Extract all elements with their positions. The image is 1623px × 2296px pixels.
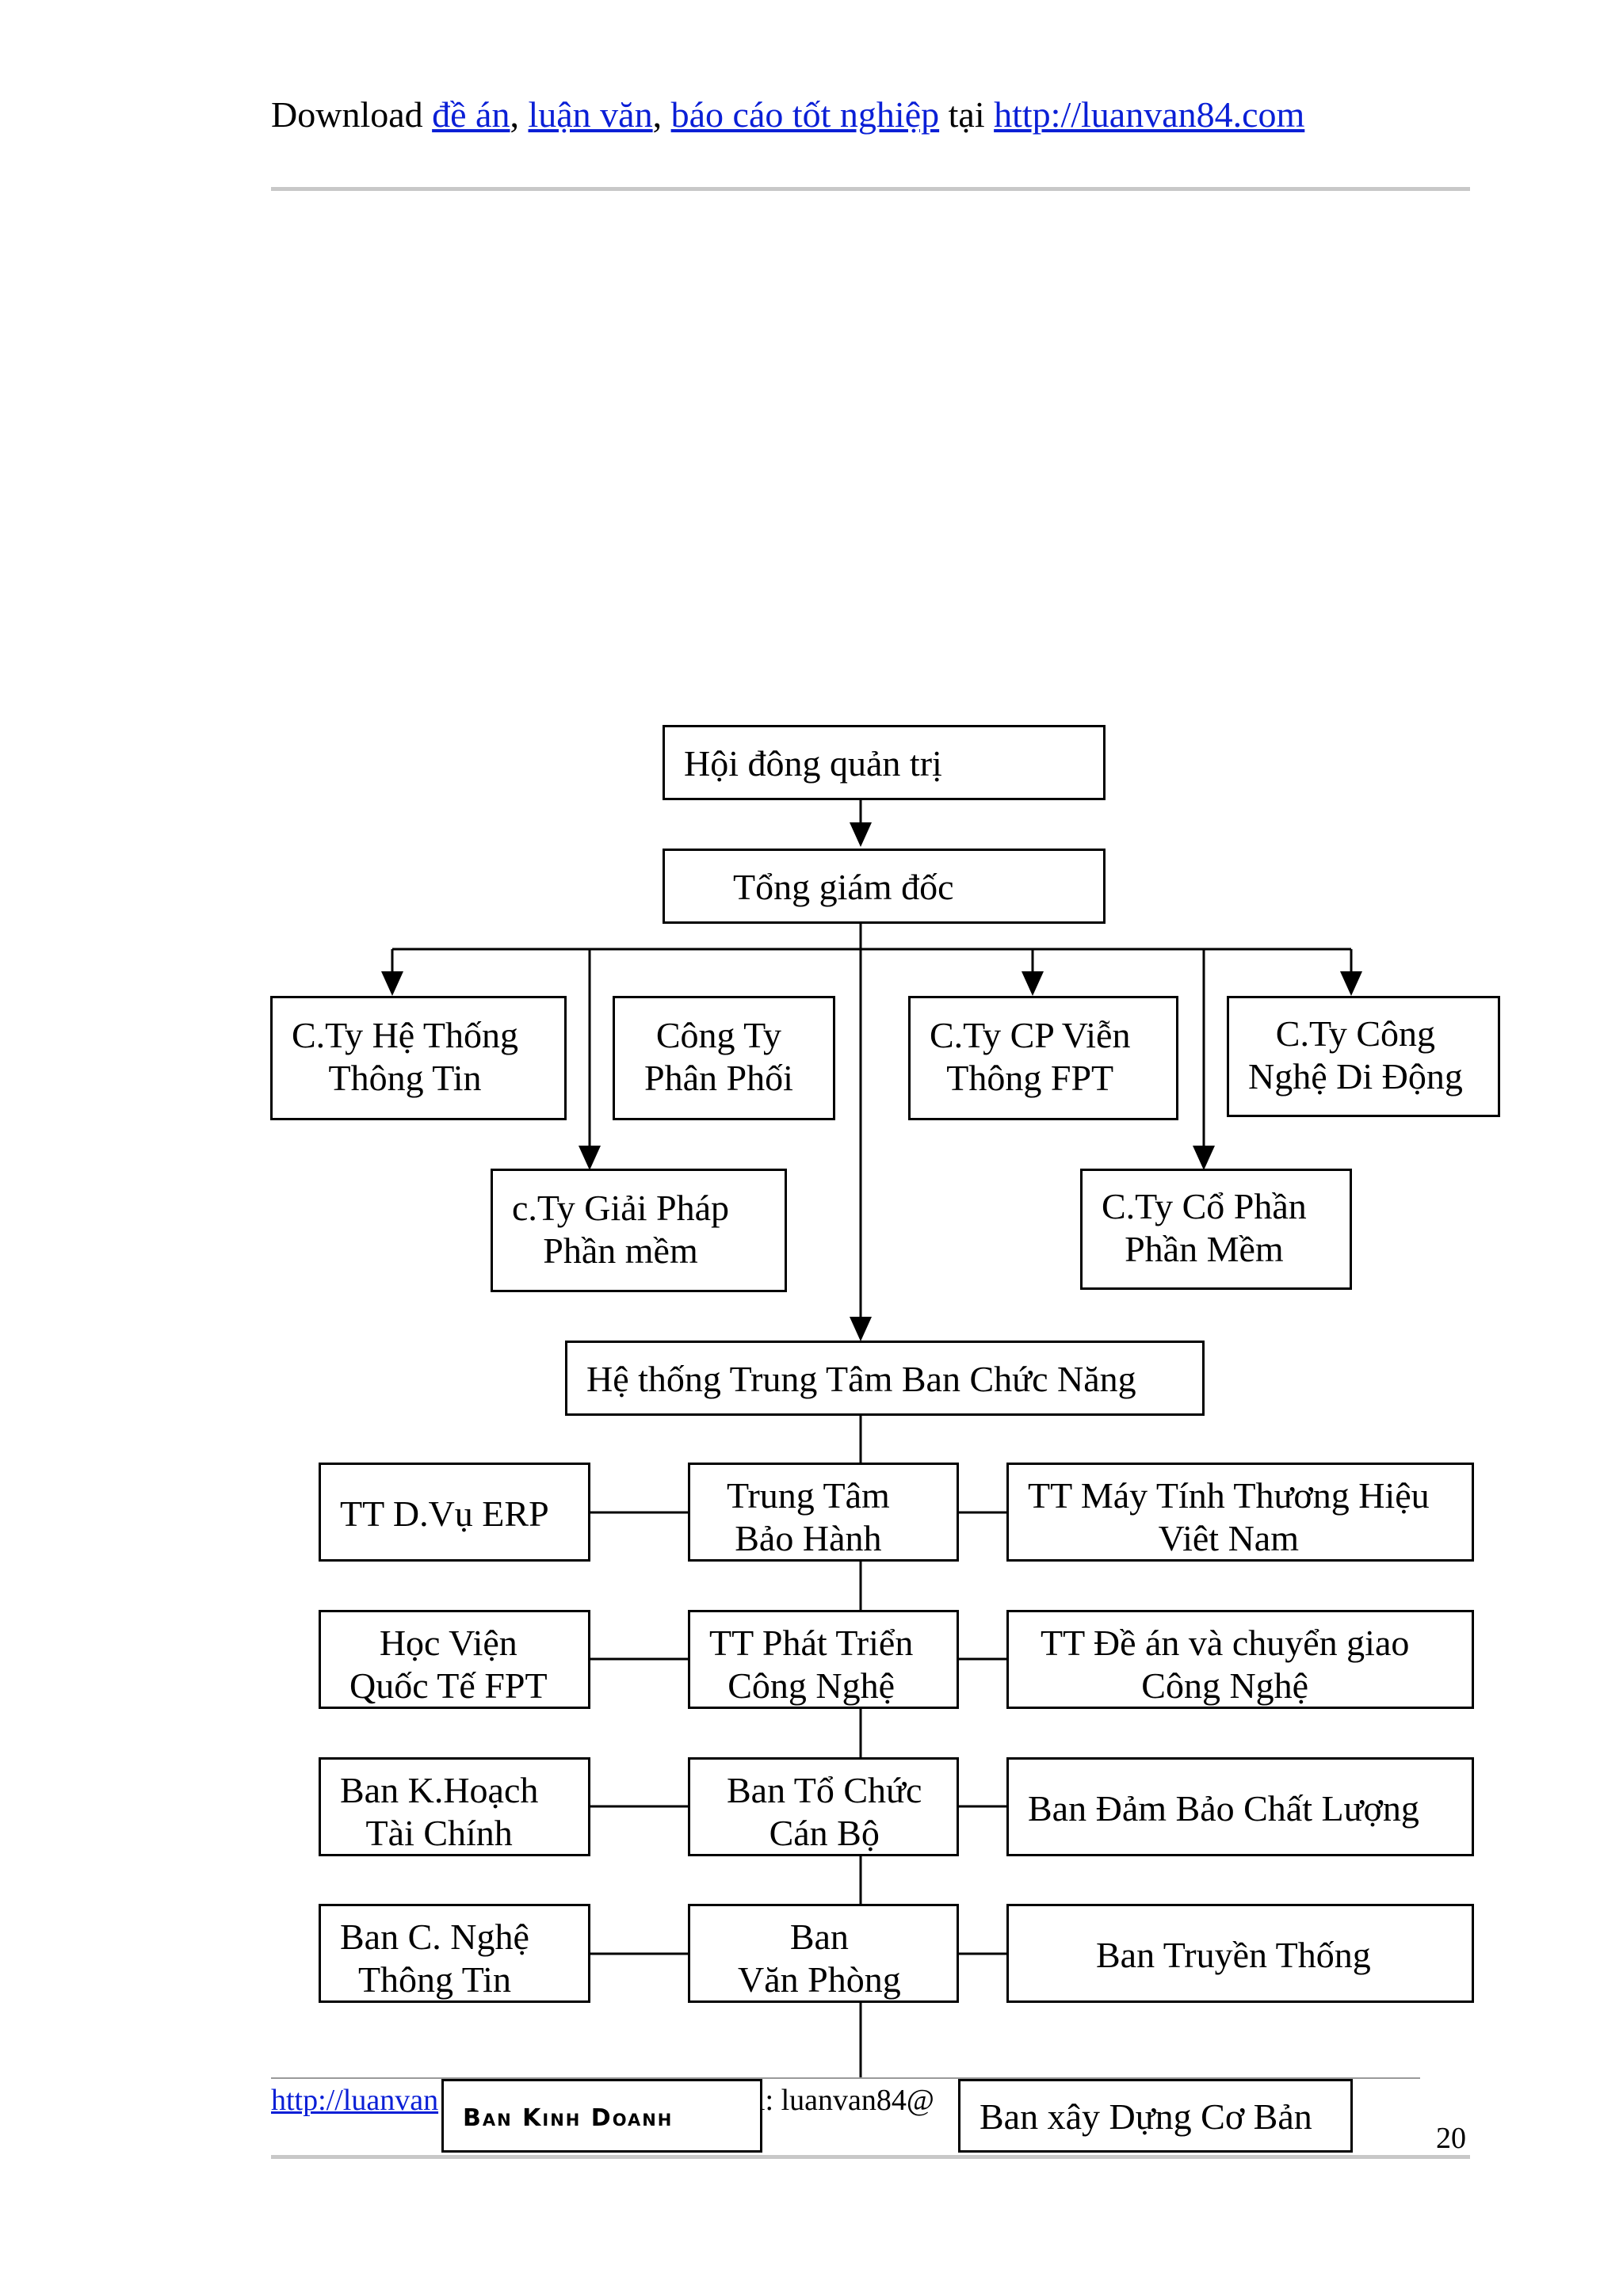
cty-di-dong-line2: Nghệ Di Động xyxy=(1248,1056,1463,1097)
ban-kinh-doanh-label: Ban Kinh Doanh xyxy=(463,2104,674,2132)
ban-cnghe-line1: Ban C. Nghệ xyxy=(340,1917,529,1957)
header-rule xyxy=(271,187,1470,191)
link-site[interactable]: http://luanvan84.com xyxy=(994,94,1305,135)
hoc-vien-line1: Học Viện xyxy=(379,1623,517,1663)
ban-truyen-thong-label: Ban Truyền Thống xyxy=(1096,1935,1371,1975)
ban-cnghe-line2: Thông Tin xyxy=(357,1959,511,2000)
ban-dam-bao-box: Ban Đảm Bảo Chất Lượng xyxy=(1006,1757,1474,1856)
tt-dvu-erp-label: TT D.Vụ ERP xyxy=(340,1493,549,1534)
footer-email: l: luanvan84@ xyxy=(757,2084,934,2117)
cty-phan-phoi-line2: Phân Phối xyxy=(644,1058,793,1098)
footer-link[interactable]: http://luanvan xyxy=(271,2085,438,2115)
trung-tam-bao-hanh-line2: Bảo Hành xyxy=(735,1518,882,1558)
ban-khoach-line2: Tài Chính xyxy=(365,1813,513,1853)
footer-rule xyxy=(271,2155,1470,2159)
cty-phan-mem-box: C.Ty Cổ Phần Phần Mềm xyxy=(1080,1169,1352,1290)
cty-vien-thong-line2: Thông FPT xyxy=(946,1058,1114,1098)
page-number: 20 xyxy=(1436,2122,1466,2155)
cty-giai-phap-line1: c.Ty Giải Pháp xyxy=(512,1188,730,1228)
ban-to-chuc-box: Ban Tổ Chức Cán Bộ xyxy=(688,1757,959,1856)
footer-site-link[interactable]: http://luanvan xyxy=(271,2084,439,2117)
ban-truyen-thong-box: Ban Truyền Thống xyxy=(1006,1904,1474,2003)
ban-to-chuc-line2: Cán Bộ xyxy=(769,1813,880,1853)
cty-phan-mem-line2: Phần Mềm xyxy=(1125,1229,1284,1269)
board-label: Hội đông quản trị xyxy=(684,743,942,784)
cty-vien-thong-line1: C.Ty CP Viễn xyxy=(930,1015,1131,1055)
ban-to-chuc-line1: Ban Tổ Chức xyxy=(727,1770,922,1810)
download-header: Download đề án, luận văn, báo cáo tốt ng… xyxy=(271,97,1304,133)
footer-top-rule xyxy=(271,2077,1420,2079)
ceo-box: Tổng giám đốc xyxy=(663,849,1106,924)
hoc-vien-line2: Quốc Tế FPT xyxy=(349,1665,548,1706)
ban-xay-dung-label: Ban xây Dựng Cơ Bản xyxy=(980,2096,1312,2137)
trung-tam-bao-hanh-box: Trung Tâm Bảo Hành xyxy=(688,1463,959,1562)
header-mid: tại xyxy=(939,94,995,135)
tt-may-tinh-box: TT Máy Tính Thương Hiệu Viêt Nam xyxy=(1006,1463,1474,1562)
ban-van-phong-line2: Văn Phòng xyxy=(738,1959,901,2000)
ban-khoach-line1: Ban K.Hoạch xyxy=(340,1770,539,1810)
cty-di-dong-box: C.Ty Công Nghệ Di Động xyxy=(1227,996,1500,1117)
cty-he-thong-box: C.Ty Hệ Thống Thông Tin xyxy=(270,996,567,1120)
tt-may-tinh-line2: Viêt Nam xyxy=(1158,1518,1300,1558)
link-luan-van[interactable]: luận văn xyxy=(528,94,653,135)
cty-he-thong-line2: Thông Tin xyxy=(328,1058,482,1098)
cty-phan-mem-line1: C.Ty Cổ Phần xyxy=(1102,1186,1307,1226)
ban-van-phong-line1: Ban xyxy=(789,1917,849,1957)
cty-vien-thong-box: C.Ty CP Viễn Thông FPT xyxy=(908,996,1178,1120)
link-de-an[interactable]: đề án xyxy=(432,94,510,135)
board-box: Hội đông quản trị xyxy=(663,725,1106,800)
cty-phan-phoi-box: Công Ty Phân Phối xyxy=(613,996,835,1120)
ban-khoach-box: Ban K.Hoạch Tài Chính xyxy=(319,1757,590,1856)
ban-xay-dung-box: Ban xây Dựng Cơ Bản xyxy=(958,2079,1353,2153)
cty-giai-phap-box: c.Ty Giải Pháp Phần mềm xyxy=(491,1169,787,1292)
cty-phan-phoi-line1: Công Ty xyxy=(655,1015,782,1055)
ban-dam-bao-label: Ban Đảm Bảo Chất Lượng xyxy=(1028,1788,1419,1829)
ban-kinh-doanh-box: Ban Kinh Doanh xyxy=(441,2079,762,2153)
tt-may-tinh-line1: TT Máy Tính Thương Hiệu xyxy=(1028,1475,1430,1516)
tt-de-an-box: TT Đề án và chuyển giao Công Nghệ xyxy=(1006,1610,1474,1709)
center-system-box: Hệ thống Trung Tâm Ban Chức Năng xyxy=(565,1341,1205,1416)
cty-he-thong-line1: C.Ty Hệ Thống xyxy=(292,1015,518,1055)
tt-phat-trien-line2: Công Nghệ xyxy=(727,1665,896,1706)
ban-cnghe-box: Ban C. Nghệ Thông Tin xyxy=(319,1904,590,2003)
trung-tam-bao-hanh-line1: Trung Tâm xyxy=(727,1475,890,1516)
tt-de-an-line1: TT Đề án và chuyển giao xyxy=(1041,1623,1410,1663)
header-sep-2: , xyxy=(652,94,671,135)
ceo-label: Tổng giám đốc xyxy=(733,867,954,907)
link-bao-cao[interactable]: báo cáo tốt nghiệp xyxy=(670,94,940,135)
header-prefix: Download xyxy=(271,94,433,135)
tt-dvu-erp-box: TT D.Vụ ERP xyxy=(319,1463,590,1562)
tt-phat-trien-box: TT Phát Triển Công Nghệ xyxy=(688,1610,959,1709)
cty-di-dong-line1: C.Ty Công xyxy=(1275,1013,1436,1054)
tt-de-an-line2: Công Nghệ xyxy=(1141,1665,1309,1706)
hoc-vien-box: Học Viện Quốc Tế FPT xyxy=(319,1610,590,1709)
header-sep-1: , xyxy=(510,94,529,135)
center-system-label: Hệ thống Trung Tâm Ban Chức Năng xyxy=(586,1359,1136,1399)
tt-phat-trien-line1: TT Phát Triển xyxy=(709,1623,914,1663)
ban-van-phong-box: Ban Văn Phòng xyxy=(688,1904,959,2003)
cty-giai-phap-line2: Phần mềm xyxy=(543,1230,698,1271)
